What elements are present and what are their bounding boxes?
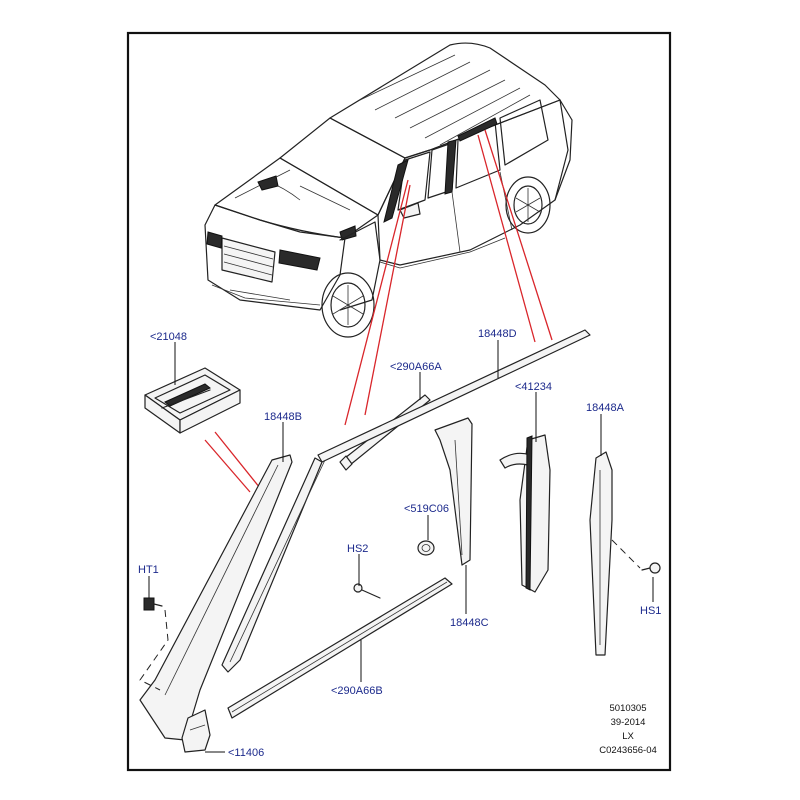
vehicle-illustration	[204, 42, 573, 338]
callout-290A66B: <290A66B	[331, 685, 383, 697]
reference-code: C0243656-04	[599, 745, 657, 756]
trim-strip-290A66B	[227, 577, 453, 719]
callout-519C06: <519C06	[404, 503, 449, 515]
callout-HS2: HS2	[347, 543, 368, 555]
reference-model: LX	[622, 731, 634, 742]
grommet-519C06	[417, 540, 435, 556]
callout-18448D: 18448D	[478, 328, 517, 340]
highlight-lines	[204, 129, 553, 493]
roof-seal-18448D	[221, 329, 591, 673]
screw-HS2	[353, 583, 381, 599]
pillar-trim-18448A	[589, 451, 641, 656]
seal-bracket-41234	[499, 434, 551, 593]
callout-290A66A: <290A66A	[390, 361, 442, 373]
callout-41234: <41234	[515, 381, 552, 393]
reference-block: 5010305 39-2014 LX C0243656-04	[599, 703, 657, 756]
adhesive-kit-21048	[144, 367, 241, 434]
bracket-11406	[181, 709, 211, 753]
callout-HT1: HT1	[138, 564, 159, 576]
reference-date: 39-2014	[611, 717, 646, 728]
screw-HS1	[641, 562, 661, 574]
leader-lines	[148, 340, 654, 753]
callout-21048: <21048	[150, 331, 187, 343]
callout-18448B: 18448B	[264, 411, 302, 423]
callout-18448A: 18448A	[586, 402, 625, 414]
callout-11406: <11406	[228, 747, 264, 759]
callout-18448C: 18448C	[450, 617, 489, 629]
pillar-trim-18448C	[434, 417, 473, 566]
callout-HS1: HS1	[640, 605, 661, 617]
reference-number: 5010305	[610, 703, 647, 714]
